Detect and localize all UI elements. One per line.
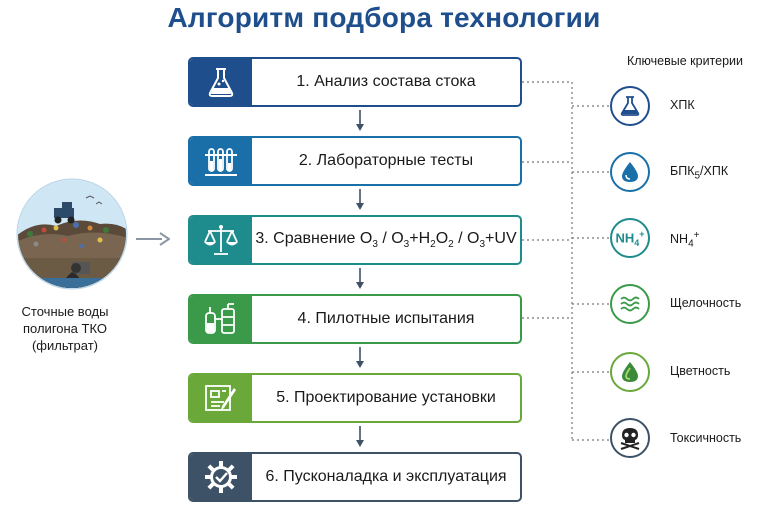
step-5-label: 5. Проектирование установки: [276, 389, 496, 406]
ammonium-icon: NH4+: [615, 228, 645, 248]
pilot-plant-icon: [190, 296, 252, 342]
gear-check-icon: [190, 454, 252, 500]
color-drop-icon: [622, 362, 638, 382]
arrow-4-5: [356, 347, 364, 368]
criterion-ammonium-badge: NH4+: [610, 218, 650, 258]
step-2-label: 2. Лабораторные тесты: [298, 152, 474, 169]
step-1: 1. Анализ состава стока: [188, 57, 522, 107]
criterion-cod-label: ХПК: [670, 98, 695, 112]
step-6: 6. Пусконаладка и эксплуатация: [188, 452, 522, 502]
scales-icon: [190, 217, 252, 263]
arrow-3-4: [356, 268, 364, 289]
criterion-bod-badge: [610, 152, 650, 192]
step-2: 2. Лабораторные тесты: [188, 136, 522, 186]
flask-icon: [190, 59, 252, 105]
criterion-bod-label: БПК5/ХПК: [670, 164, 729, 182]
source-arrow: [136, 232, 170, 246]
skull-icon: [620, 428, 640, 450]
criterion-alkalinity-label: Щелочность: [670, 296, 742, 310]
test-tubes-icon: [190, 138, 252, 184]
step-5: 5. Проектирование установки: [188, 373, 522, 423]
waves-icon: [620, 296, 640, 312]
source-label: Сточные воды полигона ТКО (фильтрат): [21, 304, 109, 353]
criterion-cod-badge: [610, 86, 650, 126]
blueprint-icon: [190, 375, 252, 421]
criterion-toxicity-label: Токсичность: [670, 431, 742, 445]
arrow-1-2: [356, 110, 364, 131]
criteria-title: Ключевые критерии: [626, 54, 744, 68]
step-3-label: 3. Сравнение O3 / O3+H2O2 / O3+UV: [255, 229, 517, 251]
step-3: 3. Сравнение O3 / O3+H2O2 / O3+UV: [188, 215, 522, 265]
criterion-alkalinity-badge: [610, 284, 650, 324]
criteria-connectors: [522, 81, 610, 441]
criterion-color-label: Цветность: [670, 364, 731, 378]
landfill-illustration: [16, 178, 128, 290]
drop-icon: [622, 162, 638, 182]
criterion-color-badge: [610, 352, 650, 392]
step-4-label: 4. Пилотные испытания: [297, 310, 475, 327]
page-title: Алгоритм подбора технологии: [167, 2, 601, 33]
arrow-2-3: [356, 189, 364, 210]
flask-icon: [620, 96, 640, 116]
step-4: 4. Пилотные испытания: [188, 294, 522, 344]
criterion-toxicity-badge: [610, 418, 650, 458]
step-1-label: 1. Анализ состава стока: [296, 73, 476, 90]
criterion-ammonium-label: NH4+: [670, 230, 700, 250]
step-6-label: 6. Пусконаладка и эксплуатация: [265, 468, 507, 485]
arrow-5-6: [356, 426, 364, 447]
